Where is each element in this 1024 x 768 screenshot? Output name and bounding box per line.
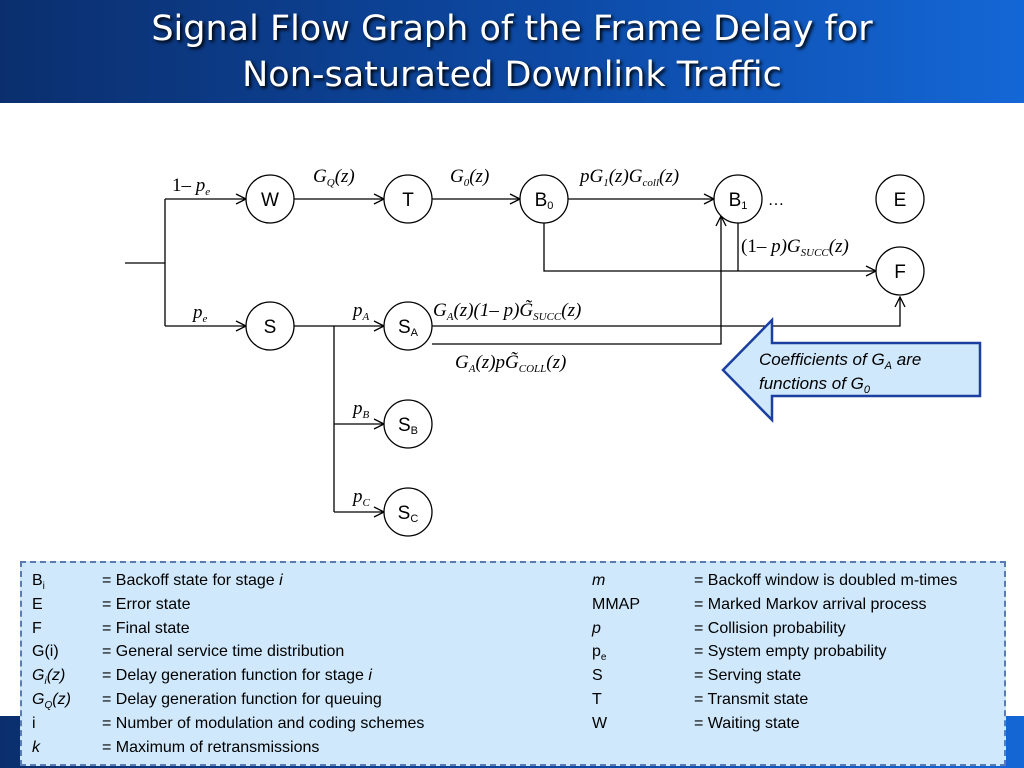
legend-definition: = Serving state: [694, 667, 802, 685]
node-e: E: [875, 174, 925, 224]
label-gq: GQ(z): [313, 166, 355, 189]
legend-definition: = System empty probability: [694, 643, 887, 661]
node-s: S: [245, 301, 295, 351]
node-sb-label: S: [398, 415, 411, 436]
legend-definition: = Collision probability: [694, 619, 846, 637]
title-banner: [0, 0, 1024, 103]
legend-definition: = Error state: [102, 595, 191, 613]
legend-symbol: k: [32, 738, 40, 756]
node-e-label: E: [894, 190, 907, 211]
legend-definition: = Delay generation function for stage i: [102, 667, 372, 685]
node-sb: SB: [383, 399, 433, 449]
callout-arrow: Coefficients of GA are functions of G0: [721, 316, 982, 424]
legend-definition: = Final state: [102, 619, 190, 637]
label-pb: pB: [351, 398, 370, 421]
edge-b0-f: [543, 223, 876, 271]
svg-text:B0: B0: [535, 190, 554, 212]
label-one-minus-pe: 1– pe: [172, 175, 210, 198]
svg-text:SC: SC: [398, 503, 419, 525]
node-f-label: F: [894, 262, 906, 283]
node-t-label: T: [402, 190, 414, 211]
node-b1-label: B: [729, 190, 742, 211]
legend-symbol: W: [592, 714, 608, 732]
slide-title: Signal Flow Graph of the Frame Delay for…: [0, 6, 1024, 98]
legend-definition: = Marked Markov arrival process: [694, 595, 927, 613]
legend-symbol: MMAP: [592, 595, 640, 613]
node-b0: B0: [519, 174, 569, 224]
legend-symbol: Gi(z): [32, 667, 66, 688]
svg-text:B1: B1: [729, 190, 748, 212]
callout-line-1: Coefficients of GA are: [759, 350, 921, 372]
node-f: F: [875, 246, 925, 296]
callout-arrow-shape: [721, 316, 982, 424]
legend-symbol: E: [32, 595, 43, 613]
legend-definition: = Backoff window is doubled m-times: [694, 572, 958, 589]
node-sa: SA: [383, 301, 433, 351]
edges: [125, 199, 900, 512]
edge-sa-f: [432, 297, 900, 327]
svg-text:SA: SA: [398, 317, 419, 339]
edge-sa-b1: [432, 216, 721, 345]
legend-definition: = Number of modulation and coding scheme…: [102, 714, 425, 732]
callout-line-2: functions of G0: [759, 374, 871, 396]
legend-symbol: T: [592, 690, 602, 708]
node-sa-sub: A: [411, 327, 419, 339]
node-t: T: [383, 174, 433, 224]
node-sc-label: S: [398, 503, 411, 524]
label-g0: G0(z): [450, 166, 489, 189]
node-w-label: W: [261, 190, 279, 211]
node-sb-sub: B: [411, 425, 418, 437]
node-sc: SC: [383, 487, 433, 537]
legend-definition: = General service time distribution: [102, 643, 345, 661]
legend-symbol: m: [592, 572, 606, 589]
label-ellipsis: …: [768, 192, 784, 209]
legend-definition: = Waiting state: [694, 714, 800, 732]
label-pa: pA: [351, 300, 370, 323]
legend-symbol: i: [32, 714, 36, 732]
label-pg1-gcoll: pG1(z)Gcoll(z): [578, 166, 679, 189]
node-b1: B1: [713, 174, 763, 224]
legend-symbol: GQ(z): [32, 690, 71, 712]
label-ga-succ: GA(z)(1– p)G̃SUCC(z): [433, 300, 581, 323]
legend-definition: = Delay generation function for queuing: [102, 690, 382, 708]
node-b1-sub: 1: [741, 200, 747, 212]
svg-text:SB: SB: [398, 415, 418, 437]
node-s-label: S: [264, 317, 277, 338]
legend-definition: = Backoff state for stage i: [102, 572, 283, 589]
legend-definition: = Transmit state: [694, 690, 809, 708]
node-w: W: [245, 174, 295, 224]
legend-box: Bi = Backoff state for stage i E = Error st…: [20, 561, 1006, 766]
legend-symbol: p: [592, 619, 601, 637]
legend-definition: = Maximum of retransmissions: [102, 738, 320, 756]
title-line-2: Non-saturated Downlink Traffic: [242, 55, 782, 95]
legend-symbol: S: [592, 667, 603, 685]
legend-symbol: G(i): [32, 643, 59, 661]
legend-symbol: Bi: [32, 572, 45, 593]
title-line-1: Signal Flow Graph of the Frame Delay for: [151, 9, 873, 49]
node-b0-label: B: [535, 190, 548, 211]
legend-symbol: F: [32, 619, 42, 637]
node-b0-sub: 0: [547, 200, 553, 212]
legend-symbol: pe: [592, 643, 607, 664]
label-one-minus-p-gsucc: (1– p)GSUCC(z): [741, 236, 849, 259]
node-sc-sub: C: [410, 513, 418, 525]
label-ga-coll: GA(z)pG̃COLL(z): [455, 352, 566, 375]
label-pe: pe: [191, 302, 208, 325]
node-sa-label: S: [398, 317, 411, 338]
label-pc: pC: [351, 486, 371, 509]
